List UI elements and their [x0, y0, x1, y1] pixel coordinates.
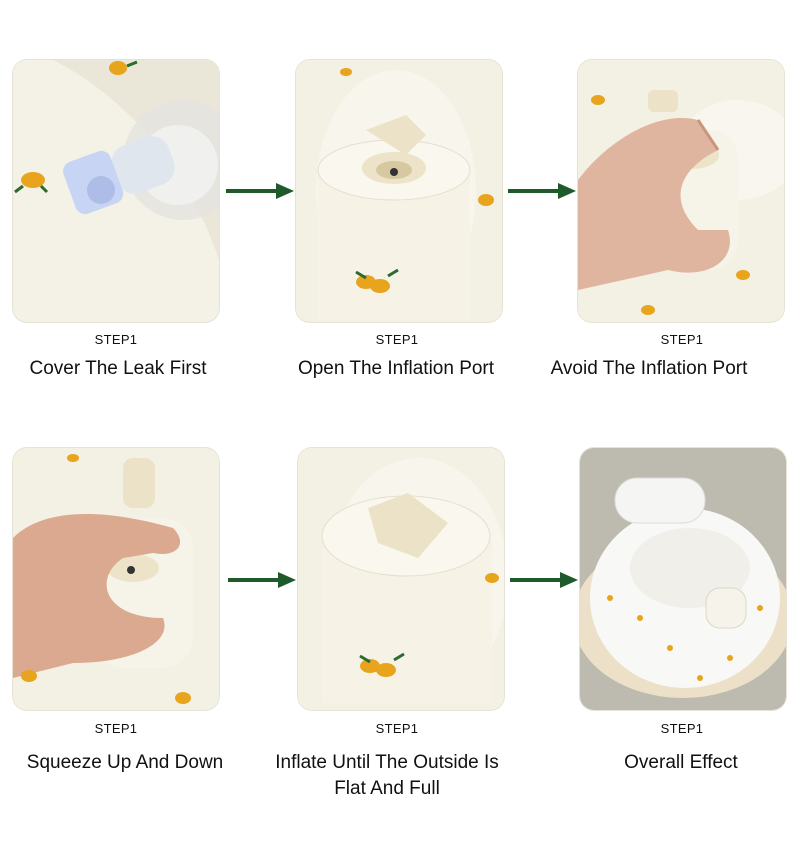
step-2-caption: Open The Inflation Port	[297, 358, 495, 379]
right-arrow-icon	[508, 183, 576, 199]
right-arrow-icon	[510, 572, 578, 588]
step-5-label: STEP1	[375, 721, 419, 736]
inflate-full-illustration	[298, 448, 504, 710]
step-6-caption: Overall Effect	[624, 752, 738, 773]
step-4-photo	[13, 448, 219, 710]
step-3-photo	[578, 60, 784, 322]
step-5-photo	[298, 448, 504, 710]
right-arrow-icon	[226, 183, 294, 199]
step-4-label: STEP1	[94, 721, 138, 736]
right-arrow-icon	[228, 572, 296, 588]
step-1-caption: Cover The Leak First	[29, 358, 207, 379]
squeeze-valve-illustration	[578, 60, 784, 322]
step-2-photo	[296, 60, 502, 322]
step-5-caption: Inflate Until The Outside Is Flat And Fu…	[275, 752, 499, 799]
valve-cover-illustration	[13, 60, 219, 322]
step-1-label: STEP1	[94, 332, 138, 347]
step-6-label: STEP1	[660, 721, 704, 736]
step-2-label: STEP1	[375, 332, 419, 347]
open-port-illustration	[296, 60, 502, 322]
inflated-seat-illustration	[580, 448, 786, 710]
step-4-caption: Squeeze Up And Down	[26, 752, 224, 773]
squeeze-up-down-illustration	[13, 448, 219, 710]
step-3-label: STEP1	[660, 332, 704, 347]
step-1-photo	[13, 60, 219, 322]
step-6-photo	[580, 448, 786, 710]
step-3-caption: Avoid The Inflation Port	[550, 358, 748, 379]
